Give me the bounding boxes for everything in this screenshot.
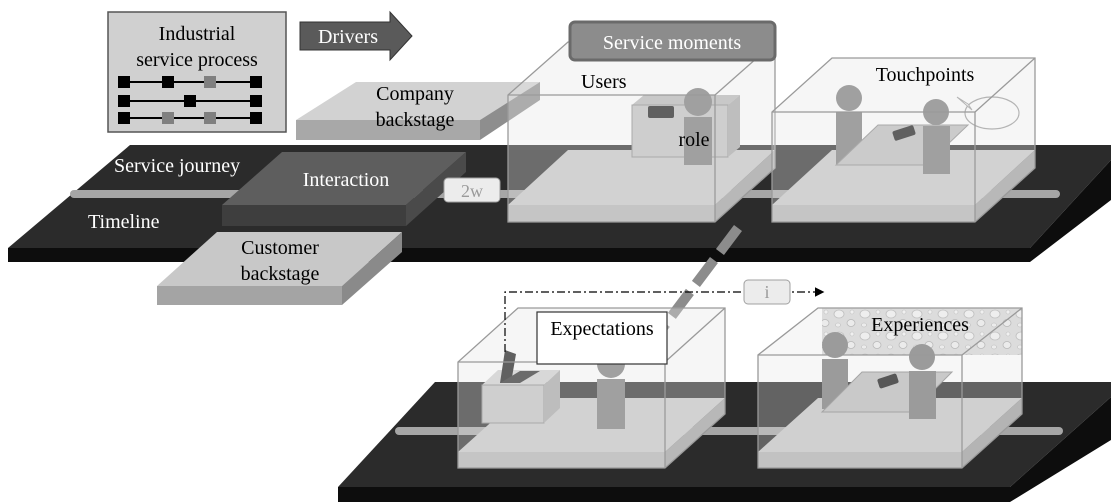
interval-tag-box bbox=[743, 279, 791, 305]
duration-tag-box bbox=[443, 177, 501, 203]
expectations-box bbox=[457, 307, 726, 469]
experiences-box bbox=[757, 307, 1023, 469]
process-flow-icon bbox=[118, 76, 262, 124]
laptop-icon bbox=[500, 350, 516, 383]
customer-backstage-layer bbox=[157, 232, 402, 305]
service-moments-header bbox=[568, 20, 777, 62]
experience-tablet-icon bbox=[877, 373, 899, 389]
timeline-label: Timeline bbox=[88, 211, 160, 233]
duration-tag: 2w bbox=[461, 181, 483, 201]
company-backstage-label-1: Company bbox=[376, 83, 454, 105]
users-label: Users bbox=[581, 71, 627, 93]
device-icon bbox=[648, 106, 674, 118]
service-moment-users-box bbox=[507, 41, 776, 223]
service-moments-label: Service moments bbox=[603, 32, 742, 54]
drivers-arrow bbox=[299, 10, 413, 62]
company-backstage-layer bbox=[296, 82, 540, 140]
interaction-layer bbox=[222, 152, 466, 226]
interval-arrow bbox=[504, 279, 825, 352]
interaction-label: Interaction bbox=[303, 169, 390, 191]
experience-person-right-icon bbox=[909, 344, 936, 419]
process-box-title-2: service process bbox=[136, 49, 258, 71]
expectations-label: Expectations bbox=[550, 318, 654, 340]
experiences-label: Experiences bbox=[871, 314, 969, 336]
speech-bubble-icon bbox=[956, 96, 1020, 130]
laptop-desk bbox=[481, 350, 560, 424]
drivers-label: Drivers bbox=[318, 26, 378, 48]
company-backstage-label-2: backstage bbox=[376, 109, 455, 131]
role-label: role bbox=[678, 129, 709, 151]
tablet-icon bbox=[892, 125, 916, 141]
service-journey-label: Service journey bbox=[114, 155, 240, 177]
customer-backstage-label-2: backstage bbox=[241, 263, 320, 285]
interval-tag: i bbox=[764, 282, 769, 302]
customer-backstage-label-1: Customer bbox=[241, 237, 319, 259]
industrial-service-process-box bbox=[107, 11, 287, 133]
service-moment-touchpoints-box bbox=[771, 57, 1036, 223]
process-box-title-1: Industrial bbox=[159, 23, 236, 45]
touchpoints-label: Touchpoints bbox=[876, 64, 975, 86]
expectations-label-box bbox=[536, 311, 668, 365]
